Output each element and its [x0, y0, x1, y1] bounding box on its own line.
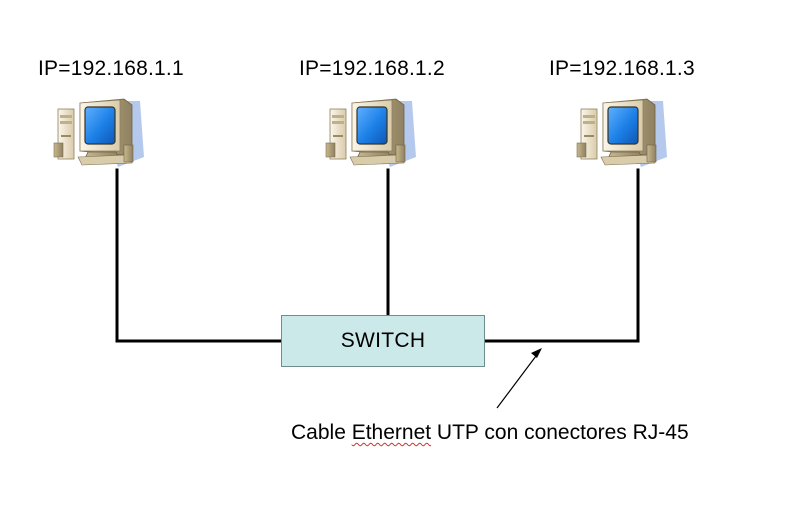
switch-label: SWITCH [340, 329, 426, 352]
annotation-arrow [496, 348, 542, 409]
cable-annotation-suffix: UTP con conectores RJ-45 [431, 421, 689, 444]
pc-1-ip-label: IP=192.168.1.1 [38, 57, 184, 80]
cable-annotation-ethernet: Ethernet [351, 421, 432, 444]
desktop-computer-icon [53, 98, 145, 168]
cable-pc3-switch [483, 168, 640, 343]
pc-2-ip-label: IP=192.168.1.2 [299, 57, 445, 80]
switch-node: SWITCH [281, 315, 485, 367]
cable-annotation-prefix: Cable [291, 421, 352, 444]
desktop-computer-icon [325, 98, 417, 168]
cable-pc1-switch [115, 168, 283, 343]
desktop-computer-icon [576, 98, 668, 168]
cable-lines [115, 168, 640, 343]
pc-3-ip-label: IP=192.168.1.3 [549, 57, 695, 80]
cable-annotation: Cable Ethernet UTP con conectores RJ-45 [291, 421, 689, 445]
